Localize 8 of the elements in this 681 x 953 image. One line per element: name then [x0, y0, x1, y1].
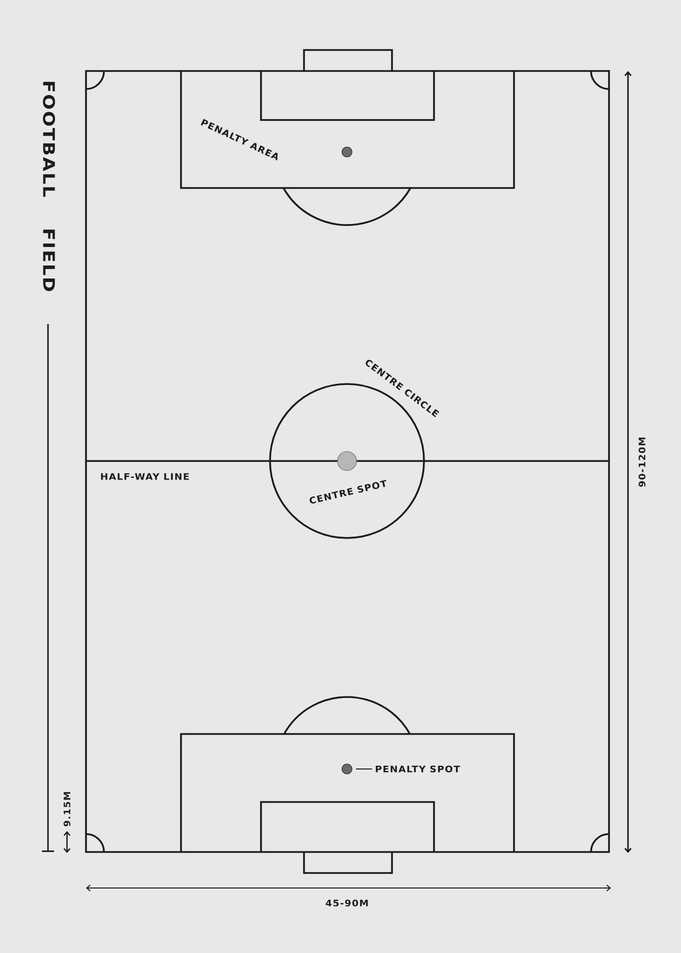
title: FOOTBALL FIELD [42, 82, 56, 292]
dimension-label: 90-120M [638, 438, 646, 487]
leader-line [356, 768, 372, 770]
callout-label: PENALTY SPOT [376, 766, 460, 772]
dimension-label: 45-90M [326, 900, 368, 906]
penalty-spot [342, 764, 352, 774]
dimension-label: 9.15M [64, 792, 70, 826]
area-label: HALF-WAY LINE [101, 473, 189, 480]
